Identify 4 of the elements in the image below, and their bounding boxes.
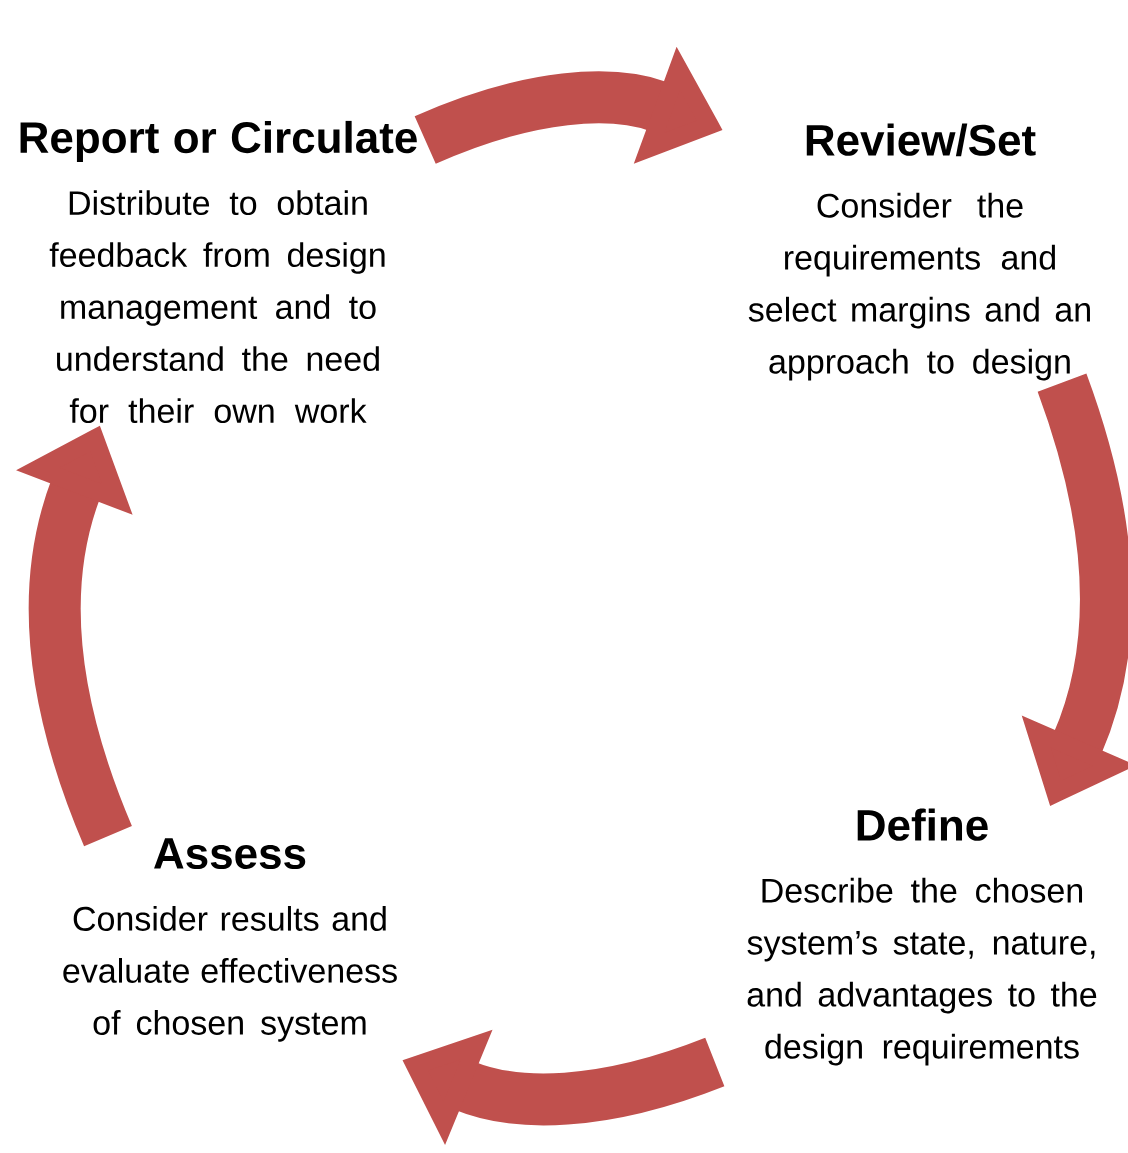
step-text: Assess Consider results and evaluate effectiveness of chosen system [63,838,397,1042]
step-text: Define Describe the chosen system’s state, nature, and advantages to the design requirements [747,808,1097,1066]
step-text: Review/Set Consider the requirements and select margins and an approach to design [748,123,1090,381]
step-text: Report or Circulate Distribute to obtain feedback from design management and to understand the need for their own work [20,120,417,424]
